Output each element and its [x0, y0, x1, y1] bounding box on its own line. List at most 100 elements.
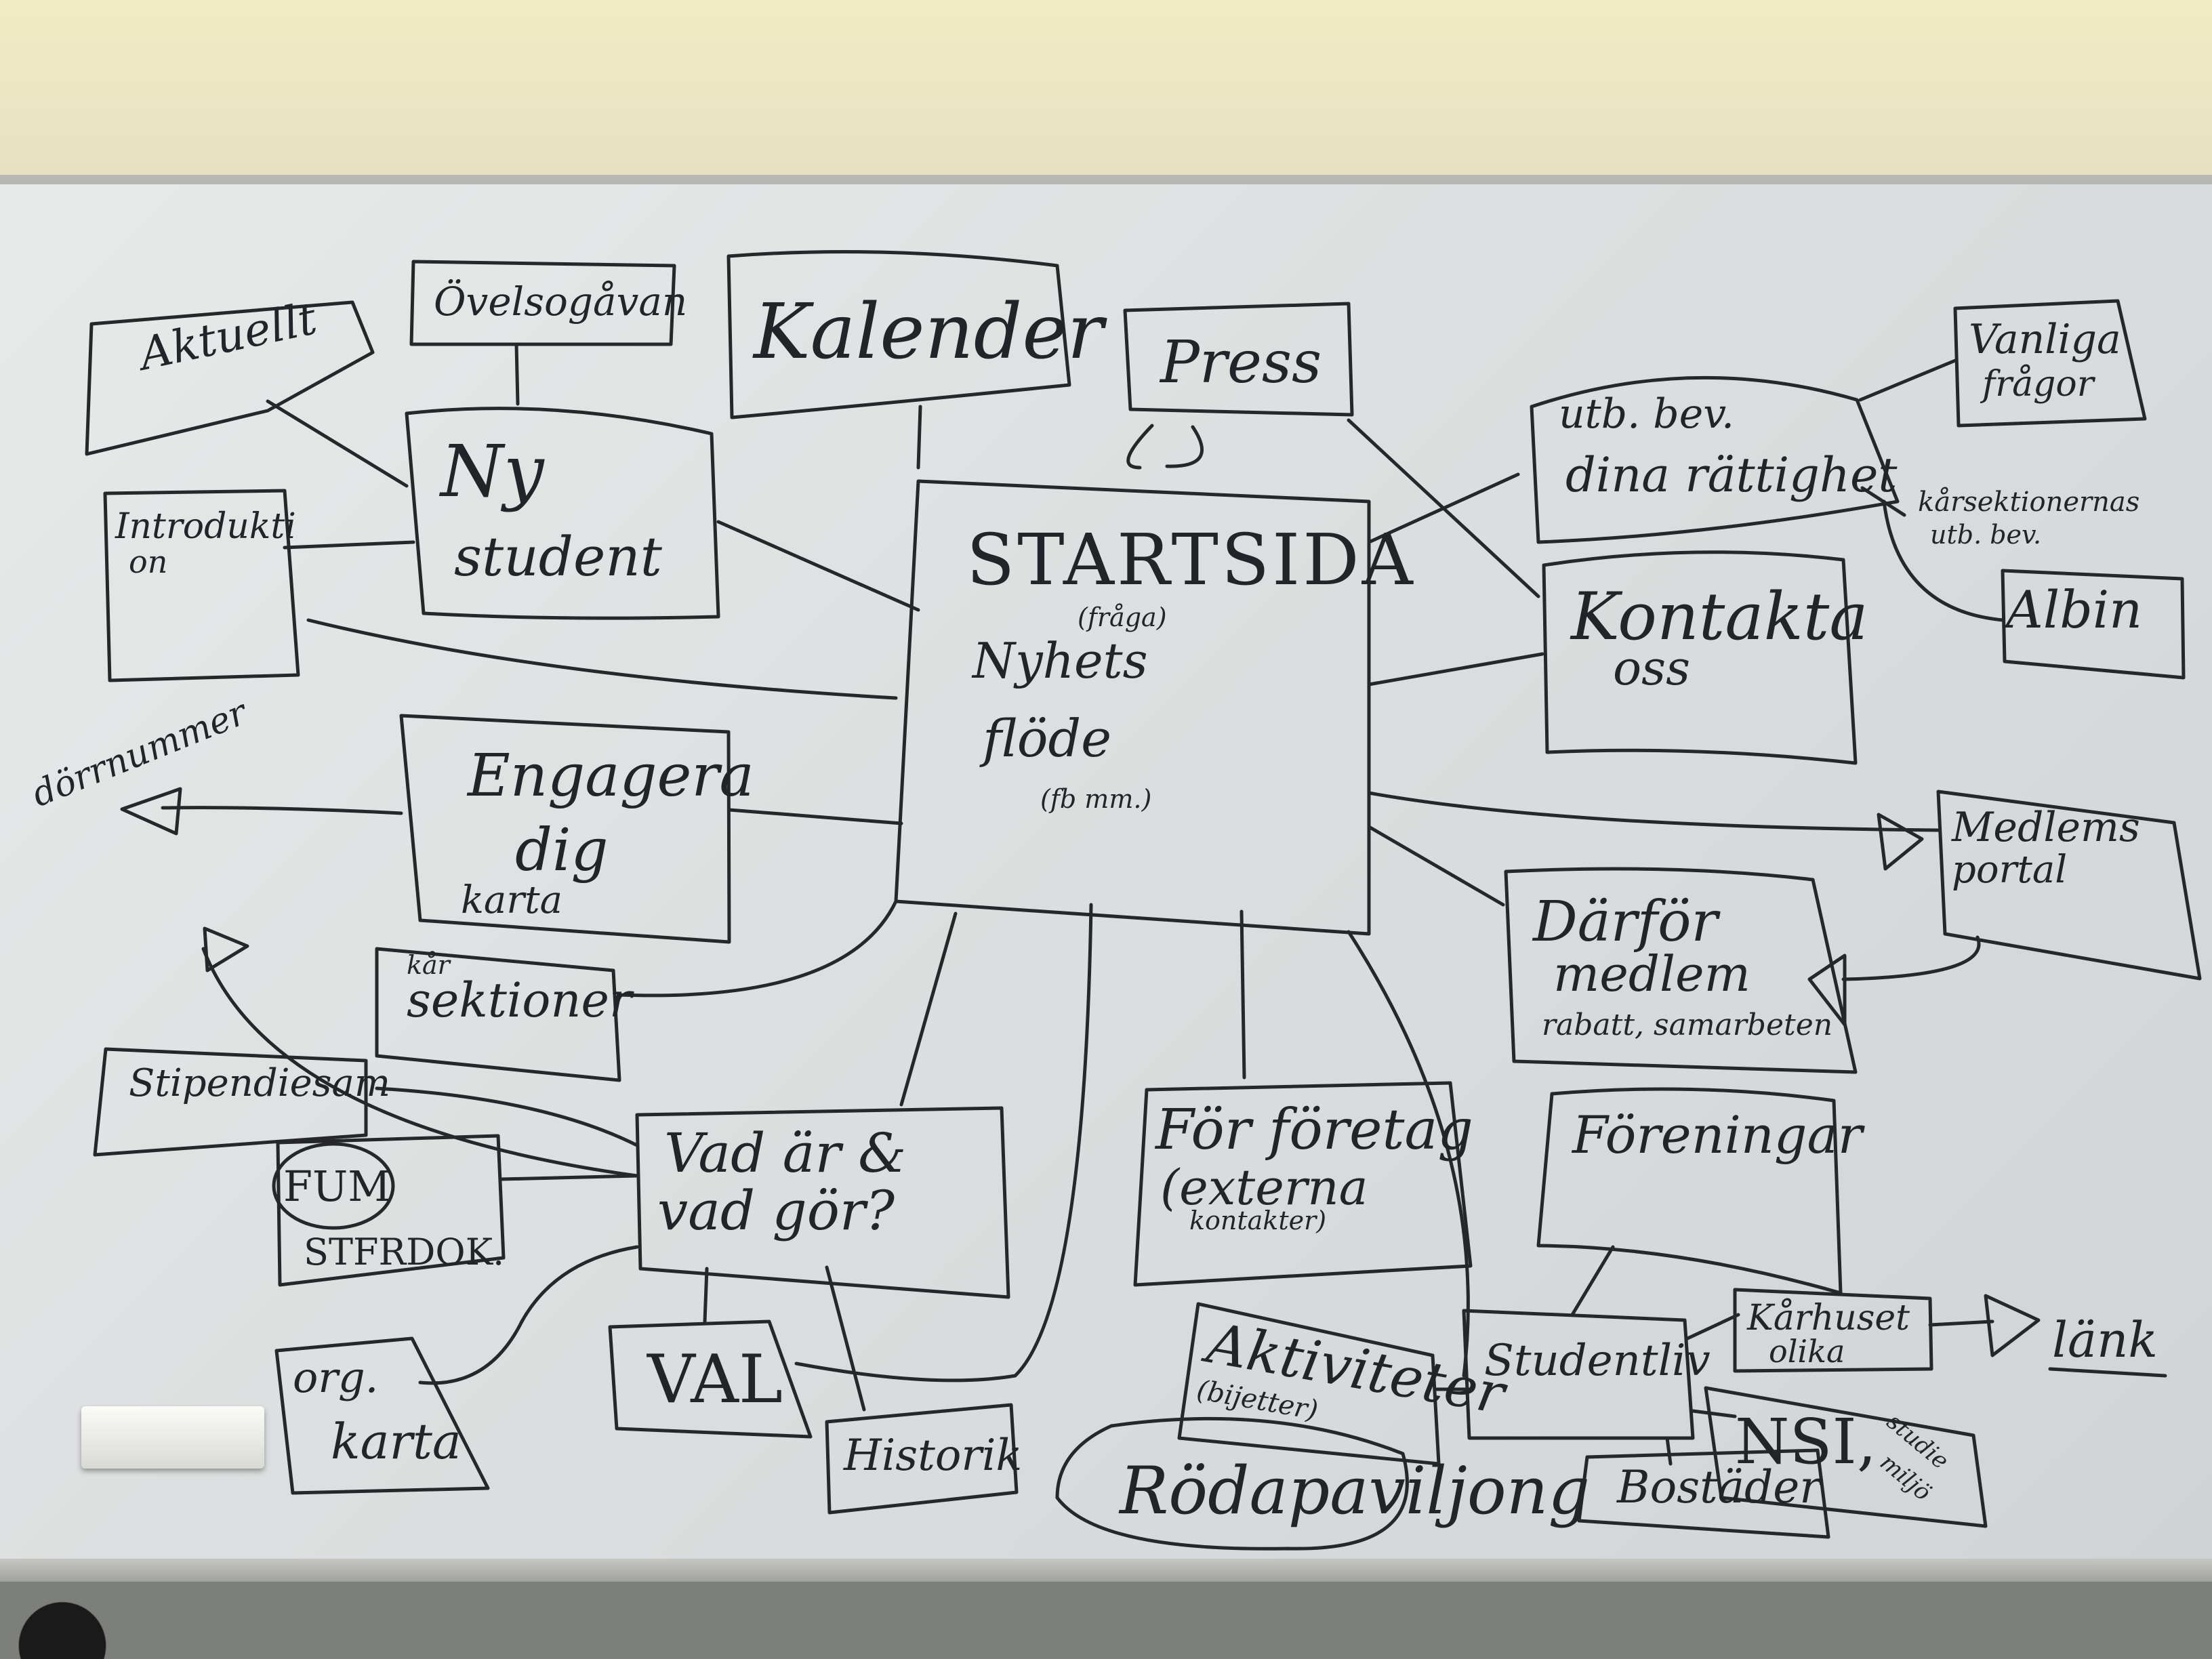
arrow-medlemsportal [1877, 813, 1924, 871]
node-boxes [85, 250, 2202, 1551]
karhuset-label-2: olika [1769, 1333, 1845, 1370]
box-vanliga [1953, 299, 2147, 428]
box-aktuell [85, 300, 375, 456]
medlemsportal-label-1: Medlems [1952, 804, 2140, 851]
edge-engagera-dorrnummer [161, 806, 403, 815]
vadar-label-2: vad gör? [657, 1179, 895, 1242]
stfrdok-label: STFRDOK. [304, 1231, 505, 1273]
edge-utb-bev-albin [1882, 499, 2005, 622]
box-introduktion [103, 489, 300, 682]
edge-startsida-studentliv [1347, 930, 1470, 1378]
box-rodapaviljong [1055, 1416, 1409, 1551]
box-nsi [1704, 1386, 1988, 1528]
edge-startsida-darfor [1367, 825, 1505, 907]
box-for-foretag [1133, 1081, 1473, 1287]
utb-bev-label-2: dina rättighet [1565, 447, 1898, 503]
darfor-label-3: rabatt, samarbeten [1542, 1008, 1833, 1042]
arrow-kar-sektioner [203, 926, 249, 972]
whiteboard [0, 184, 2212, 1560]
press-stand-mark [1126, 424, 1204, 470]
vadar-label-1: Vad är & [664, 1122, 907, 1185]
arrowheads [120, 787, 2041, 1357]
box-studentliv [1462, 1309, 1695, 1440]
box-aktiviteter [1177, 1302, 1441, 1466]
box-ovningsgavan [409, 260, 676, 346]
edge-vadar-val [703, 1267, 709, 1324]
box-historik [825, 1403, 1019, 1515]
edge-startsida-vadar [899, 912, 958, 1107]
introduktion-label-1: Introdukti [115, 506, 296, 547]
startsida-flode: flöde [983, 708, 1112, 769]
utb-bev-label-1: utb. bev. [1559, 390, 1735, 438]
edge-fum-vadar [499, 1174, 639, 1181]
stipendiesam-label: Stipendiesam [129, 1061, 390, 1105]
engagera-label-1: Engagera [468, 742, 754, 810]
box-kontakta [1542, 550, 1858, 765]
whiteboard-eraser [81, 1406, 264, 1469]
albin-label: Albin [2006, 579, 2143, 640]
arrow-dorrnummer [120, 787, 182, 836]
ny-student-label-1: Ny [441, 430, 544, 513]
box-ny-student [405, 407, 720, 620]
engagera-label-2: dig [515, 817, 609, 884]
edge-startsida-medlemsportal [1367, 791, 1940, 832]
edge-medlemsportal-darfor [1841, 935, 1981, 981]
startsida-title: STARTSIDA [966, 518, 1416, 601]
edge-stipendiesam-vadar [375, 1086, 639, 1147]
for-foretag-label-2: (externa [1160, 1159, 1368, 1216]
edge-startsida-kar-sektioner [617, 899, 898, 998]
box-fum [276, 1134, 506, 1287]
lank-label: länk [2052, 1311, 2158, 1368]
ovningsgavan-label: Övelsogåvan [434, 279, 688, 325]
karsektionernas-label-2: utb. bev. [1930, 520, 2042, 550]
kontakta-label-2: oss [1613, 640, 1690, 696]
engagera-karta-label: karta [461, 878, 562, 922]
startsida-fb: (fb mm.) [1040, 784, 1152, 814]
darfor-label-1: Därför [1533, 890, 1718, 954]
rodapaviljong-label: Rödapaviljong [1120, 1453, 1590, 1529]
introduktion-label-2: on [129, 544, 168, 580]
studentliv-label: Studentliv [1484, 1336, 1711, 1386]
edge-kar-sektioner-vadar [201, 947, 639, 1178]
edge-ovningsgavan-ny-student [514, 342, 520, 406]
val-label: VAL [647, 1341, 783, 1418]
circle-fum [272, 1142, 395, 1230]
org-karta-label-1: org. [293, 1353, 379, 1402]
kontakta-label-1: Kontakta [1571, 579, 1868, 655]
edge-startsida-kalender [916, 405, 922, 470]
edge-studentliv-nsi [1691, 1409, 1737, 1418]
for-foretag-label-3: kontakter) [1189, 1206, 1327, 1235]
box-press [1123, 302, 1354, 417]
edge-startsida-val [794, 903, 1093, 1382]
press-label: Press [1160, 329, 1322, 396]
box-startsida [894, 479, 1371, 936]
medlemsportal-label-2: portal [1952, 848, 2068, 892]
box-bostader [1577, 1448, 1830, 1539]
box-darfor [1504, 867, 1858, 1074]
fum-label: FUM [283, 1162, 391, 1211]
edge-foreningar-studentliv [1570, 1245, 1615, 1317]
edge-vadar-historik [825, 1265, 866, 1412]
foreningar-label: Föreningar [1572, 1105, 1863, 1165]
arrow-darfor [1807, 954, 1847, 1027]
box-val [608, 1319, 813, 1439]
cable [0, 1593, 156, 1659]
startsida-nyhets: Nyhets [972, 632, 1148, 689]
nsi-label: NSI, [1735, 1406, 1877, 1478]
edge-startsida-ny-student [716, 520, 920, 612]
box-vadar [635, 1106, 1010, 1299]
below-board [0, 1582, 2212, 1659]
wall [0, 0, 2212, 197]
kar-sektioner-label-2: sektioner [407, 972, 632, 1028]
edge-startsida-introduktion [306, 618, 898, 700]
box-karhuset [1733, 1288, 1933, 1373]
box-org-karta [274, 1336, 490, 1495]
box-kar-sektioner [375, 947, 621, 1082]
ny-student-label-2: student [454, 525, 662, 588]
darfor-label-2: medlem [1553, 945, 1750, 1002]
edge-lank-underline [2048, 1367, 2167, 1378]
edge-studentliv-karhuset [1685, 1313, 1740, 1340]
edge-startsida-utb-bev [1367, 472, 1520, 544]
box-utb-bev [1530, 375, 1900, 544]
